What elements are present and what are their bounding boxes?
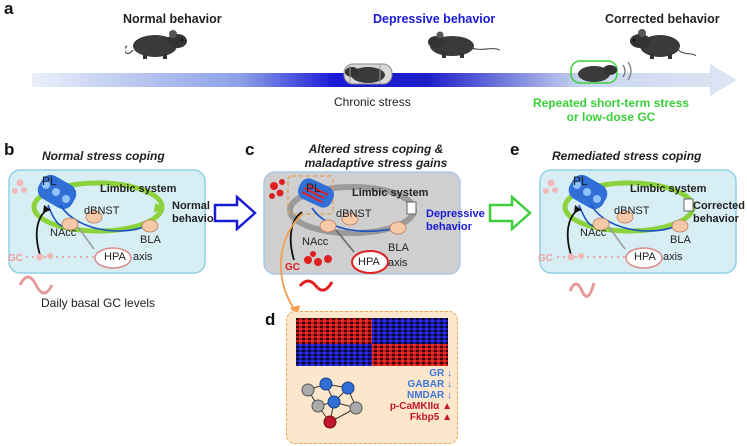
- panel-e-dbnst: dBNST: [614, 205, 650, 217]
- gene-fkbp5: Fkbp5 ▲: [372, 412, 452, 423]
- panel-e-circuit: [539, 169, 737, 298]
- panel-e-output-line2: behavior: [693, 213, 739, 225]
- gene-gabar-label: GABAR: [407, 379, 445, 390]
- panel-c-circuit: [263, 171, 461, 292]
- gene-nmdar: NMDAR ↓: [372, 390, 452, 401]
- panel-b-output-line1: Normal: [172, 200, 210, 212]
- panel-b-output: Normal behavior: [172, 200, 218, 226]
- panel-letter-b: b: [4, 140, 15, 159]
- panel-c-pl: PL: [306, 181, 321, 195]
- panel-c-limbic: Limbic system: [352, 187, 429, 199]
- panel-c-dbnst: dBNST: [336, 208, 372, 220]
- gene-nmdar-label: NMDAR: [407, 390, 445, 401]
- daily-basal-gc-label: Daily basal GC levels: [41, 296, 156, 310]
- corrected-behavior-label: Corrected behavior: [605, 12, 720, 26]
- panel-b-gc: GC: [8, 253, 23, 264]
- heatmap: [296, 318, 448, 366]
- panel-b-title: Normal stress coping: [42, 149, 165, 163]
- panel-c-axis: axis: [388, 257, 408, 269]
- panel-letter-d: d: [265, 310, 276, 329]
- panel-b-limbic: Limbic system: [100, 183, 177, 195]
- up-arrow-icon: ▲: [442, 412, 452, 423]
- panel-e-title: Remediated stress coping: [552, 149, 702, 163]
- panel-e-bla: BLA: [670, 234, 691, 246]
- panel-e-output: Corrected behavior: [693, 200, 745, 226]
- intervention-label: Repeated short-term stress or low-dose G…: [525, 96, 697, 124]
- panel-c-output-line1: Depressive: [426, 208, 485, 220]
- panel-b-axis: axis: [133, 251, 153, 263]
- connector-c-to-d: [279, 213, 303, 316]
- panel-letter-a: a: [4, 0, 14, 18]
- depressive-behavior-label: Depressive behavior: [373, 12, 496, 26]
- gene-gr-label: GR: [429, 368, 445, 379]
- panel-c-title-line2: maladaptive stress gains: [304, 156, 448, 170]
- panel-letter-c: c: [245, 140, 255, 159]
- arrow-c-to-e: [488, 195, 532, 231]
- panel-b-nacc: NAcc: [50, 227, 77, 239]
- panel-e-gc: GC: [538, 253, 553, 264]
- panel-c-hpa: HPA: [358, 256, 380, 268]
- panel-c-nacc: NAcc: [302, 236, 329, 248]
- panel-e-output-line1: Corrected: [693, 200, 745, 212]
- network-graph: [301, 377, 363, 429]
- panel-c-gc: GC: [285, 262, 300, 273]
- normal-behavior-label: Normal behavior: [123, 12, 222, 26]
- panel-c-output-line2: behavior: [426, 221, 472, 233]
- gene-gr: GR ↓: [372, 368, 452, 379]
- panel-e-axis: axis: [663, 251, 683, 263]
- down-arrow-icon: ↓: [447, 368, 452, 379]
- panel-b-circuit: [8, 169, 206, 295]
- panel-b-output-line2: behavior: [172, 213, 218, 225]
- panel-c-bla: BLA: [388, 242, 409, 254]
- down-arrow-icon: ↓: [447, 379, 452, 390]
- arrow-b-to-c: [213, 195, 257, 231]
- panel-b-dbnst: dBNST: [84, 205, 120, 217]
- panel-b-bla: BLA: [140, 234, 161, 246]
- intervention-mouse-icon: [570, 60, 632, 84]
- mouse-icon-depressive: [428, 31, 500, 58]
- intervention-line2: or low-dose GC: [566, 110, 656, 124]
- mouse-icon-corrected: [630, 29, 697, 59]
- panel-letter-e: e: [510, 140, 520, 159]
- panel-c-title: Altered stress coping & maladaptive stre…: [286, 142, 466, 170]
- panel-e-limbic: Limbic system: [630, 183, 707, 195]
- gene-fkbp5-label: Fkbp5: [409, 412, 440, 423]
- gene-pcamkii: p-CaMKIIα ▲: [372, 401, 452, 412]
- panel-e-pl: PL: [573, 174, 588, 188]
- chronic-stress-label: Chronic stress: [334, 95, 411, 109]
- up-arrow-icon: ▲: [442, 401, 452, 412]
- panel-c-title-line1: Altered stress coping &: [308, 142, 444, 156]
- panel-b-hpa: HPA: [104, 251, 126, 263]
- panel-e-hpa: HPA: [634, 251, 656, 263]
- panel-d-graphics: [296, 318, 448, 429]
- down-arrow-icon: ↓: [447, 390, 452, 401]
- gene-gabar: GABAR ↓: [372, 379, 452, 390]
- gene-pcamkii-label: p-CaMKIIα: [389, 401, 440, 412]
- restrained-mouse-icon: [343, 63, 393, 85]
- mouse-icon-normal: [125, 30, 187, 59]
- panel-c-output: Depressive behavior: [426, 208, 485, 234]
- gene-list: GR ↓ GABAR ↓ NMDAR ↓ p-CaMKIIα ▲ Fkbp5 ▲: [372, 368, 452, 423]
- panel-b-pl: PL: [42, 174, 57, 188]
- intervention-line1: Repeated short-term stress: [532, 96, 690, 110]
- panel-e-nacc: NAcc: [580, 227, 607, 239]
